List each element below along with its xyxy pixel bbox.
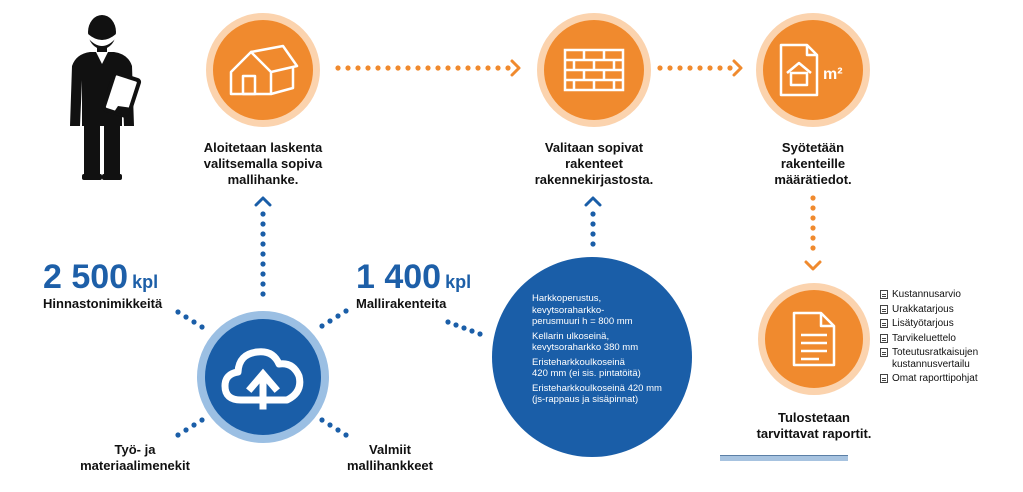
- connector-start-to-select: [335, 65, 511, 71]
- step-input-line-2: rakenteille: [780, 156, 846, 171]
- connector-structures-to-info: [445, 319, 483, 337]
- report-item: Urakkatarjous: [880, 304, 978, 316]
- work-materials-label: Työ- ja materiaalimenekit: [65, 442, 205, 474]
- step-print-circle: [758, 283, 870, 395]
- structure-example-4-line-1: Eristeharkkoulkoseinä 420 mm: [532, 382, 662, 394]
- connector-items-to-cloud: [175, 309, 205, 330]
- structures-count-unit: kpl: [445, 272, 472, 292]
- structure-example-2: Kellarin ulkoseinä, kevytsoraharkko 380 …: [532, 331, 676, 354]
- structure-example-1-line-1: Harkkoperustus,: [532, 293, 602, 304]
- step-select-line-3: rakennekirjastosta.: [534, 172, 654, 187]
- report-item-label: Omat raporttipohjat: [892, 373, 978, 384]
- structure-example-1-line-3: perusmuuri h = 800 mm: [532, 316, 633, 327]
- connector-cloud-to-work: [175, 417, 205, 438]
- area-document-icon: m²: [779, 43, 843, 97]
- structure-example-1: Harkkoperustus, kevytsoraharkko- perusmu…: [532, 293, 676, 328]
- report-item-label: Urakkatarjous: [892, 303, 954, 315]
- structure-example-2-line-1: Kellarin ulkoseinä,: [532, 330, 610, 342]
- document-icon: [880, 290, 888, 299]
- items-count-unit: kpl: [132, 272, 159, 292]
- step-select-line-1: Valitaan sopivat: [544, 140, 644, 155]
- step-start-line-2: valitsemalla sopiva: [203, 156, 323, 171]
- step-input-circle: m²: [756, 13, 870, 127]
- house-icon: [229, 44, 299, 96]
- report-document-icon: [792, 311, 836, 367]
- connector-input-to-print: [810, 195, 816, 251]
- items-label: Hinnastonimikkeitä: [43, 296, 163, 311]
- step-select-circle: [537, 13, 651, 127]
- structures-count-number: 1 400: [356, 258, 442, 296]
- step-start-circle: [206, 13, 320, 127]
- connector-info-to-select: [590, 211, 596, 247]
- work-materials-line-2: materiaalimenekit: [80, 458, 190, 473]
- cloud-upload-icon: [221, 348, 304, 410]
- arrow-head-up-2: [584, 196, 602, 207]
- document-icon: [880, 374, 888, 383]
- structure-example-4-line-2: (js-rappaus ja sisäpinnat): [532, 394, 639, 405]
- reports-list: Kustannusarvio Urakkatarjous Lisätyötarj…: [880, 289, 978, 388]
- report-item-label-line-2: kustannusvertailu: [892, 358, 970, 370]
- report-item: Kustannusarvio: [880, 289, 978, 301]
- document-icon: [880, 348, 888, 357]
- arrow-head-up-1: [254, 196, 272, 207]
- structure-example-3-line-2: 420 mm (ei sis. pintatöitä): [532, 368, 641, 379]
- arrow-head-right-1: [510, 59, 521, 77]
- document-icon: [880, 304, 888, 314]
- report-item: Tarvikeluettelo: [880, 333, 978, 345]
- ready-projects-label: Valmiit mallihankkeet: [330, 442, 450, 474]
- area-unit-text: m²: [823, 66, 843, 83]
- report-item-label: Tarvikeluettelo: [892, 332, 956, 344]
- connector-cloud-to-start: [260, 211, 266, 297]
- arrow-head-down: [804, 260, 822, 271]
- structure-example-1-line-2: kevytsoraharkko-: [532, 304, 605, 316]
- step-start-line-3: mallihanke.: [227, 172, 299, 187]
- structure-example-4: Eristeharkkoulkoseinä 420 mm (js-rappaus…: [532, 383, 676, 406]
- items-count-number: 2 500: [43, 258, 129, 296]
- work-materials-line-1: Työ- ja: [114, 442, 156, 457]
- report-item: Omat raporttipohjat: [880, 373, 978, 385]
- structure-example-3-line-1: Eristeharkkoulkoseinä: [532, 356, 625, 368]
- report-item-label: Kustannusarvio: [892, 289, 961, 300]
- connector-cloud-to-structures: [319, 308, 349, 329]
- document-icon: [880, 319, 888, 328]
- report-item-label: Toteutusratkaisujen: [892, 347, 979, 358]
- person-with-tablet-icon: [70, 15, 142, 180]
- step-input-line-1: Syötetään: [781, 140, 845, 155]
- step-select-label: Valitaan sopivat rakenteet rakennekirjas…: [524, 140, 664, 188]
- step-start-line-1: Aloitetaan laskenta: [203, 140, 323, 155]
- report-item-label: Lisätyötarjous: [892, 318, 954, 329]
- arrow-head-right-2: [732, 59, 743, 77]
- decorative-bar: [720, 455, 848, 461]
- step-start-label: Aloitetaan laskenta valitsemalla sopiva …: [193, 140, 333, 188]
- report-item: Lisätyötarjous: [880, 318, 978, 330]
- structures-label: Mallirakenteita: [356, 296, 447, 311]
- step-select-line-2: rakenteet: [565, 156, 623, 171]
- report-item: Toteutusratkaisujen kustannusvertailu: [880, 347, 978, 370]
- ready-projects-line-2: mallihankkeet: [347, 458, 433, 473]
- step-print-label: Tulostetaan tarvittavat raportit.: [734, 410, 894, 442]
- step-print-line-1: Tulostetaan: [778, 410, 850, 425]
- cloud-circle: [197, 311, 329, 443]
- structure-example-3: Eristeharkkoulkoseinä 420 mm (ei sis. pi…: [532, 357, 676, 380]
- connector-cloud-to-projects: [319, 417, 349, 438]
- structure-example-2-line-2: kevytsoraharkko 380 mm: [532, 342, 639, 353]
- step-input-label: Syötetään rakenteille määrätiedot.: [743, 140, 883, 188]
- structure-examples-circle: Harkkoperustus, kevytsoraharkko- perusmu…: [492, 257, 692, 457]
- step-print-line-2: tarvittavat raportit.: [756, 426, 872, 441]
- ready-projects-line-1: Valmiit: [369, 442, 411, 457]
- connector-select-to-input: [657, 65, 733, 71]
- document-icon: [880, 333, 888, 343]
- step-input-line-3: määrätiedot.: [774, 172, 852, 187]
- brick-wall-icon: [563, 48, 625, 92]
